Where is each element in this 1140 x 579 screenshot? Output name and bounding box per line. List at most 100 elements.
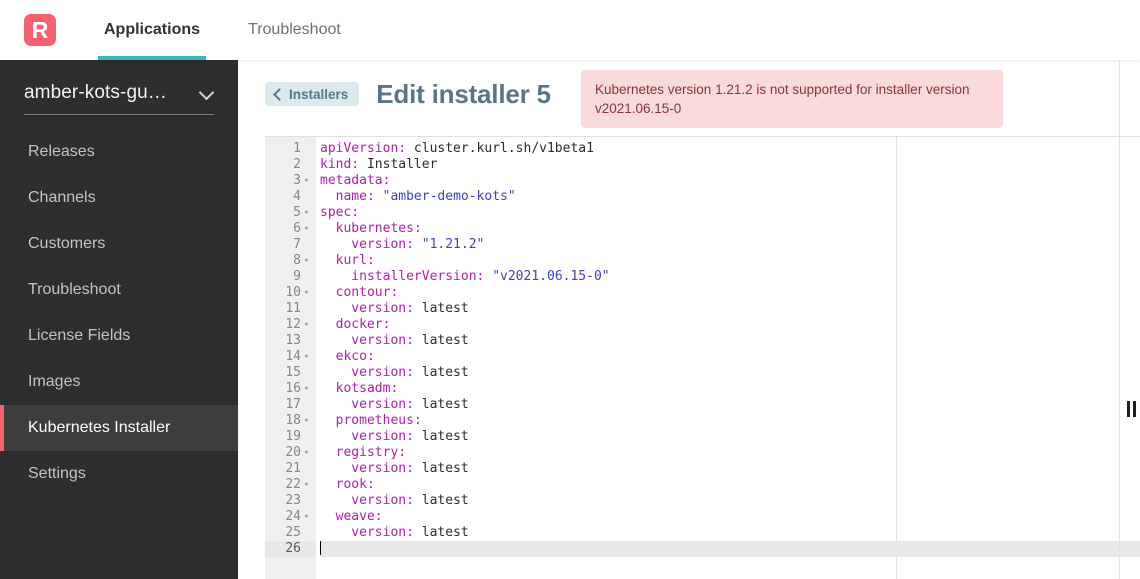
tab-troubleshoot[interactable]: Troubleshoot — [224, 0, 365, 60]
editor-line-number: 15▾ — [265, 365, 316, 381]
yaml-editor[interactable]: 1▾2▾3▾4▾5▾6▾7▾8▾9▾10▾11▾12▾13▾14▾15▾16▾1… — [265, 137, 1140, 579]
fold-toggle-icon[interactable]: ▾ — [303, 320, 310, 330]
yaml-key-token: rook: — [320, 477, 375, 492]
fold-toggle-icon[interactable]: ▾ — [303, 384, 310, 394]
editor-code-line: installerVersion: "v2021.06.15-0" — [320, 269, 1140, 285]
yaml-key-token: apiVersion: — [320, 141, 407, 156]
editor-code-line: version: latest — [320, 397, 1140, 413]
sidebar-nav-list: Releases Channels Customers Troubleshoot… — [0, 129, 238, 497]
fold-toggle-icon[interactable]: ▾ — [303, 512, 310, 522]
yaml-value-token: latest — [413, 461, 469, 476]
fold-toggle-icon[interactable]: ▾ — [303, 176, 310, 186]
editor-line-number: 7▾ — [265, 237, 316, 253]
yaml-value-token: Installer — [359, 157, 438, 172]
sidebar-item-license-fields[interactable]: License Fields — [0, 313, 238, 359]
chevron-down-icon — [200, 86, 214, 100]
editor-line-number: 19▾ — [265, 429, 316, 445]
yaml-key-token: version: — [320, 333, 414, 348]
editor-line-number: 8▾ — [265, 253, 316, 269]
line-number-value: 13 — [285, 333, 301, 348]
editor-code-line: version: latest — [320, 333, 1140, 349]
resize-handle-icon[interactable] — [1127, 401, 1139, 417]
error-message-banner: Kubernetes version 1.21.2 is not support… — [581, 70, 1003, 128]
yaml-key-token: kotsadm: — [320, 381, 399, 396]
editor-code-line: kind: Installer — [320, 157, 1140, 173]
sidebar-item-label: Images — [28, 373, 81, 390]
sidebar: amber-kots-gu… Releases Channels Custome… — [0, 60, 238, 579]
editor-code-line: version: "1.21.2" — [320, 237, 1140, 253]
yaml-key-token: version: — [320, 365, 414, 380]
line-number-value: 15 — [285, 365, 301, 380]
line-number-value: 2 — [293, 157, 301, 172]
replicated-logo-icon: R — [24, 14, 56, 46]
fold-toggle-icon[interactable]: ▾ — [303, 448, 310, 458]
editor-code-line: name: "amber-demo-kots" — [320, 189, 1140, 205]
editor-code-line: prometheus: — [320, 413, 1140, 429]
yaml-value-token: latest — [413, 429, 469, 444]
sidebar-item-troubleshoot[interactable]: Troubleshoot — [0, 267, 238, 313]
line-number-value: 6 — [293, 221, 301, 236]
fold-toggle-icon[interactable]: ▾ — [303, 256, 310, 266]
editor-line-number: 3▾ — [265, 173, 316, 189]
editor-line-number: 25▾ — [265, 525, 316, 541]
editor-code-line: version: latest — [320, 461, 1140, 477]
sidebar-item-kubernetes-installer[interactable]: Kubernetes Installer — [0, 405, 238, 451]
sidebar-item-label: Customers — [28, 235, 106, 252]
yaml-editor-container[interactable]: 1▾2▾3▾4▾5▾6▾7▾8▾9▾10▾11▾12▾13▾14▾15▾16▾1… — [265, 136, 1140, 579]
editor-code-line: kotsadm: — [320, 381, 1140, 397]
app-selector-dropdown[interactable]: amber-kots-gu… — [24, 82, 214, 115]
yaml-key-token: version: — [320, 301, 414, 316]
tab-applications-label: Applications — [104, 21, 201, 38]
yaml-key-token: metadata: — [320, 173, 391, 188]
yaml-key-token: version: — [320, 525, 414, 540]
fold-toggle-icon[interactable]: ▾ — [303, 288, 310, 298]
sidebar-item-channels[interactable]: Channels — [0, 175, 238, 221]
fold-toggle-icon[interactable]: ▾ — [303, 224, 310, 234]
fold-toggle-icon[interactable]: ▾ — [303, 352, 310, 362]
tab-applications[interactable]: Applications — [80, 0, 224, 60]
editor-line-number: 26▾ — [265, 541, 316, 557]
fold-toggle-icon[interactable]: ▾ — [303, 416, 310, 426]
editor-line-number: 17▾ — [265, 397, 316, 413]
fold-toggle-icon[interactable]: ▾ — [303, 480, 310, 490]
main-content: Installers Edit installer 5 Kubernetes v… — [238, 60, 1140, 579]
line-number-value: 8 — [293, 253, 301, 268]
editor-line-number: 5▾ — [265, 205, 316, 221]
sidebar-item-label: Releases — [28, 143, 95, 160]
sidebar-item-label: Kubernetes Installer — [28, 419, 171, 436]
editor-code-line: spec: — [320, 205, 1140, 221]
line-number-value: 20 — [285, 445, 301, 460]
sidebar-item-images[interactable]: Images — [0, 359, 238, 405]
yaml-key-token: kind: — [320, 157, 360, 172]
editor-line-number: 11▾ — [265, 301, 316, 317]
editor-line-number: 2▾ — [265, 157, 316, 173]
editor-line-number: 6▾ — [265, 221, 316, 237]
line-number-value: 26 — [285, 541, 301, 556]
line-number-value: 11 — [285, 301, 301, 316]
sidebar-item-label: Settings — [28, 465, 86, 482]
back-to-installers-button[interactable]: Installers — [265, 82, 360, 106]
yaml-value-token: latest — [413, 397, 469, 412]
fold-toggle-icon[interactable]: ▾ — [303, 208, 310, 218]
page-title: Edit installer 5 — [376, 78, 551, 109]
editor-line-number: 4▾ — [265, 189, 316, 205]
yaml-key-token: registry: — [320, 445, 407, 460]
editor-line-number-gutter[interactable]: 1▾2▾3▾4▾5▾6▾7▾8▾9▾10▾11▾12▾13▾14▾15▾16▾1… — [265, 137, 316, 579]
yaml-key-token: version: — [320, 461, 414, 476]
editor-code-line: version: latest — [320, 525, 1140, 541]
yaml-value-token: "amber-demo-kots" — [374, 189, 516, 204]
sidebar-item-customers[interactable]: Customers — [0, 221, 238, 267]
yaml-key-token: docker: — [320, 317, 391, 332]
page-header: Installers Edit installer 5 Kubernetes v… — [238, 60, 1140, 128]
sidebar-item-label: Channels — [28, 189, 96, 206]
sidebar-item-releases[interactable]: Releases — [0, 129, 238, 175]
brand-logo[interactable]: R — [0, 14, 80, 46]
resize-handle-bar — [1133, 401, 1136, 417]
editor-code-line: version: latest — [320, 301, 1140, 317]
editor-code-line: version: latest — [320, 365, 1140, 381]
sidebar-item-settings[interactable]: Settings — [0, 451, 238, 497]
editor-line-number: 22▾ — [265, 477, 316, 493]
line-number-value: 14 — [285, 349, 301, 364]
editor-line-number: 1▾ — [265, 141, 316, 157]
